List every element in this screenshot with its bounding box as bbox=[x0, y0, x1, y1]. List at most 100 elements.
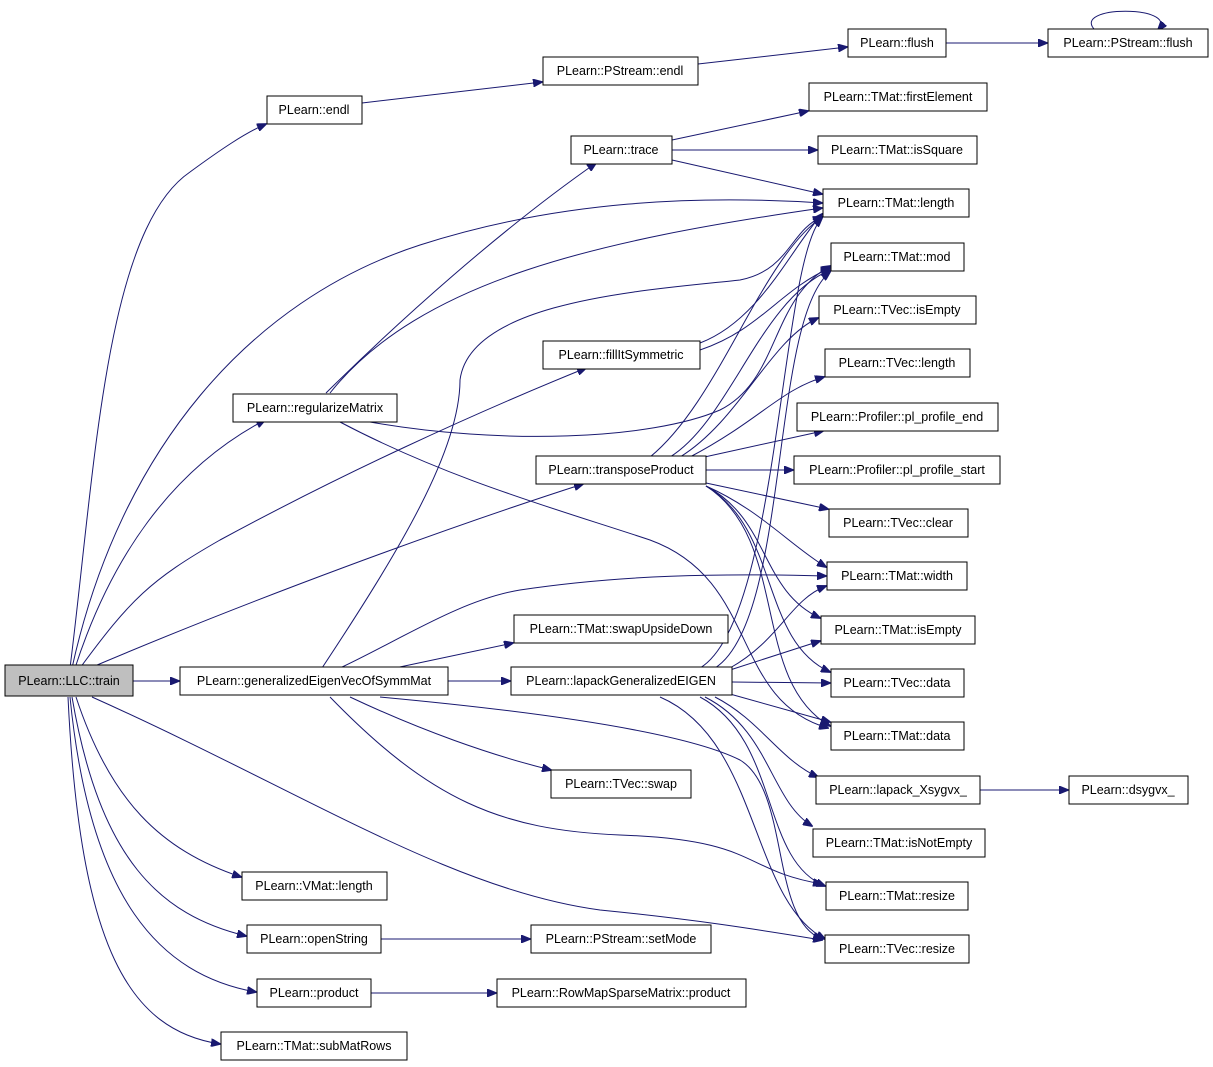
node-tmat-issquare[interactable]: PLearn::TMat::isSquare bbox=[817, 135, 978, 165]
edge-train-endl bbox=[69, 124, 266, 669]
node-tvec-swap[interactable]: PLearn::TVec::swap bbox=[550, 769, 692, 799]
node-tmat-length[interactable]: PLearn::TMat::length bbox=[822, 188, 970, 218]
node-tvec-length[interactable]: PLearn::TVec::length bbox=[824, 348, 971, 378]
edge-ge-tvec-swap bbox=[349, 696, 551, 770]
node-flush[interactable]: PLearn::flush bbox=[847, 28, 947, 58]
edge-tp-tvec-clear bbox=[705, 482, 828, 509]
edge-tp-tmat-isempty bbox=[705, 485, 820, 618]
node-dsygvx[interactable]: PLearn::dsygvx_ bbox=[1068, 775, 1189, 805]
edge-lg-tvec-resize bbox=[659, 696, 825, 939]
edge-tp-tvec-length bbox=[689, 377, 824, 458]
node-pstream-endl[interactable]: PLearn::PStream::endl bbox=[542, 56, 699, 86]
node-tmat-width[interactable]: PLearn::TMat::width bbox=[826, 561, 968, 591]
edge-tp-tvec-isempty bbox=[679, 318, 818, 458]
edge-regularize-tmat-length bbox=[329, 208, 822, 394]
node-label: PLearn::Profiler::pl_profile_end bbox=[811, 410, 983, 424]
node-openstring[interactable]: PLearn::openString bbox=[246, 924, 382, 954]
edge-tp-profiler-end bbox=[699, 431, 823, 459]
node-llc-train[interactable]: PLearn::LLC::train bbox=[4, 664, 134, 697]
edge-fill-tmat-mod bbox=[699, 268, 830, 351]
edge-lg-lapack-xsygvx bbox=[714, 696, 818, 777]
edge-ge-tmat-length bbox=[321, 217, 822, 669]
node-fillitsymmetric[interactable]: PLearn::fillItSymmetric bbox=[542, 340, 701, 370]
edge-ge-tmat-width bbox=[339, 575, 826, 669]
node-tmat-data[interactable]: PLearn::TMat::data bbox=[830, 721, 965, 751]
node-transposeproduct[interactable]: PLearn::transposeProduct bbox=[535, 455, 707, 485]
call-edges bbox=[67, 10, 1161, 1044]
node-label: PLearn::Profiler::pl_profile_start bbox=[809, 463, 985, 477]
node-regularizematrix[interactable]: PLearn::regularizeMatrix bbox=[232, 393, 398, 423]
edge-lg-tmat-resize bbox=[699, 696, 825, 886]
node-lapackgeneralizedeigen[interactable]: PLearn::lapackGeneralizedEIGEN bbox=[510, 666, 733, 696]
node-label: PLearn::TMat::data bbox=[843, 729, 950, 743]
node-label: PLearn::TMat::width bbox=[841, 569, 953, 583]
node-label: PLearn::TMat::mod bbox=[844, 250, 951, 264]
node-label: PLearn::endl bbox=[279, 103, 350, 117]
node-tvec-isempty[interactable]: PLearn::TVec::isEmpty bbox=[818, 295, 977, 325]
node-tvec-clear[interactable]: PLearn::TVec::clear bbox=[828, 508, 969, 538]
node-label: PLearn::PStream::endl bbox=[557, 64, 683, 78]
node-tmat-isempty[interactable]: PLearn::TMat::isEmpty bbox=[820, 615, 976, 645]
edge-lg-tmat-width bbox=[729, 586, 826, 669]
node-tvec-data[interactable]: PLearn::TVec::data bbox=[830, 668, 965, 698]
node-label: PLearn::TVec::isEmpty bbox=[833, 303, 961, 317]
edge-train-submatrows bbox=[67, 696, 220, 1044]
edge-ge-tmat-resize bbox=[329, 696, 822, 884]
edge-lg-tvec-data bbox=[731, 682, 830, 683]
node-trace[interactable]: PLearn::trace bbox=[570, 135, 673, 165]
node-pstream-setmode[interactable]: PLearn::PStream::setMode bbox=[530, 924, 712, 954]
node-tmat-submatrows[interactable]: PLearn::TMat::subMatRows bbox=[220, 1031, 408, 1061]
node-tmat-resize[interactable]: PLearn::TMat::resize bbox=[825, 881, 969, 911]
edge-regularize-tmat-data bbox=[339, 421, 828, 728]
node-label: PLearn::dsygvx_ bbox=[1081, 783, 1175, 797]
node-tmat-mod[interactable]: PLearn::TMat::mod bbox=[830, 242, 965, 272]
edge-train-tvec-resize bbox=[91, 696, 822, 940]
node-label: PLearn::lapack_Xsygvx_ bbox=[829, 783, 968, 797]
node-label: PLearn::generalizedEigenVecOfSymmMat bbox=[197, 674, 432, 688]
edge-lg-tmat-mod bbox=[714, 272, 830, 669]
edge-ge-swapupsidedown bbox=[394, 643, 513, 669]
edge-fill-tmat-length bbox=[699, 214, 822, 344]
node-rowmap-product[interactable]: PLearn::RowMapSparseMatrix::product bbox=[496, 978, 747, 1008]
node-profiler-start[interactable]: PLearn::Profiler::pl_profile_start bbox=[793, 455, 1001, 485]
node-pstream-flush[interactable]: PLearn::PStream::flush bbox=[1047, 28, 1209, 58]
node-label: PLearn::PStream::setMode bbox=[546, 932, 697, 946]
node-tvec-resize[interactable]: PLearn::TVec::resize bbox=[824, 934, 970, 964]
node-endl[interactable]: PLearn::endl bbox=[266, 95, 363, 125]
edge-tp-tmat-data bbox=[705, 485, 830, 726]
edge-pstream-endl-flush bbox=[697, 47, 847, 65]
node-label: PLearn::product bbox=[270, 986, 359, 1000]
node-label: PLearn::trace bbox=[583, 143, 658, 157]
node-product[interactable]: PLearn::product bbox=[256, 978, 372, 1008]
edge-tp-tmat-mod bbox=[669, 270, 830, 458]
edge-ge-tvec-resize bbox=[379, 696, 822, 939]
node-label: PLearn::LLC::train bbox=[18, 674, 119, 688]
node-tmat-firstelement[interactable]: PLearn::TMat::firstElement bbox=[808, 82, 988, 112]
node-label: PLearn::TVec::swap bbox=[565, 777, 677, 791]
node-label: PLearn::TVec::resize bbox=[839, 942, 955, 956]
edge-tp-tmat-length bbox=[649, 217, 822, 458]
node-tmat-isnotempty[interactable]: PLearn::TMat::isNotEmpty bbox=[812, 828, 986, 858]
node-generalizedeigen[interactable]: PLearn::generalizedEigenVecOfSymmMat bbox=[179, 666, 449, 696]
node-label: PLearn::TMat::resize bbox=[839, 889, 955, 903]
node-label: PLearn::TVec::length bbox=[839, 356, 956, 370]
node-lapack-xsygvx[interactable]: PLearn::lapack_Xsygvx_ bbox=[815, 775, 981, 805]
node-vmat-length[interactable]: PLearn::VMat::length bbox=[241, 871, 388, 901]
node-label: PLearn::lapackGeneralizedEIGEN bbox=[526, 674, 716, 688]
node-label: PLearn::TMat::subMatRows bbox=[237, 1039, 392, 1053]
edge-train-vmat-length bbox=[75, 696, 241, 877]
node-label: PLearn::fillItSymmetric bbox=[558, 348, 683, 362]
node-tmat-swapupsidedown[interactable]: PLearn::TMat::swapUpsideDown bbox=[513, 614, 729, 644]
node-label: PLearn::VMat::length bbox=[255, 879, 372, 893]
edge-lg-tmat-isempty bbox=[729, 641, 820, 671]
node-profiler-end[interactable]: PLearn::Profiler::pl_profile_end bbox=[796, 402, 999, 432]
edge-trace-tmat-length bbox=[671, 159, 822, 194]
node-label: PLearn::TVec::data bbox=[843, 676, 950, 690]
edge-endl-pstream-endl bbox=[361, 82, 542, 104]
node-label: PLearn::regularizeMatrix bbox=[247, 401, 384, 415]
edge-train-tmat-length bbox=[71, 200, 822, 669]
node-label: PLearn::transposeProduct bbox=[548, 463, 694, 477]
edge-train-product bbox=[69, 696, 256, 992]
node-label: PLearn::TMat::isEmpty bbox=[834, 623, 962, 637]
